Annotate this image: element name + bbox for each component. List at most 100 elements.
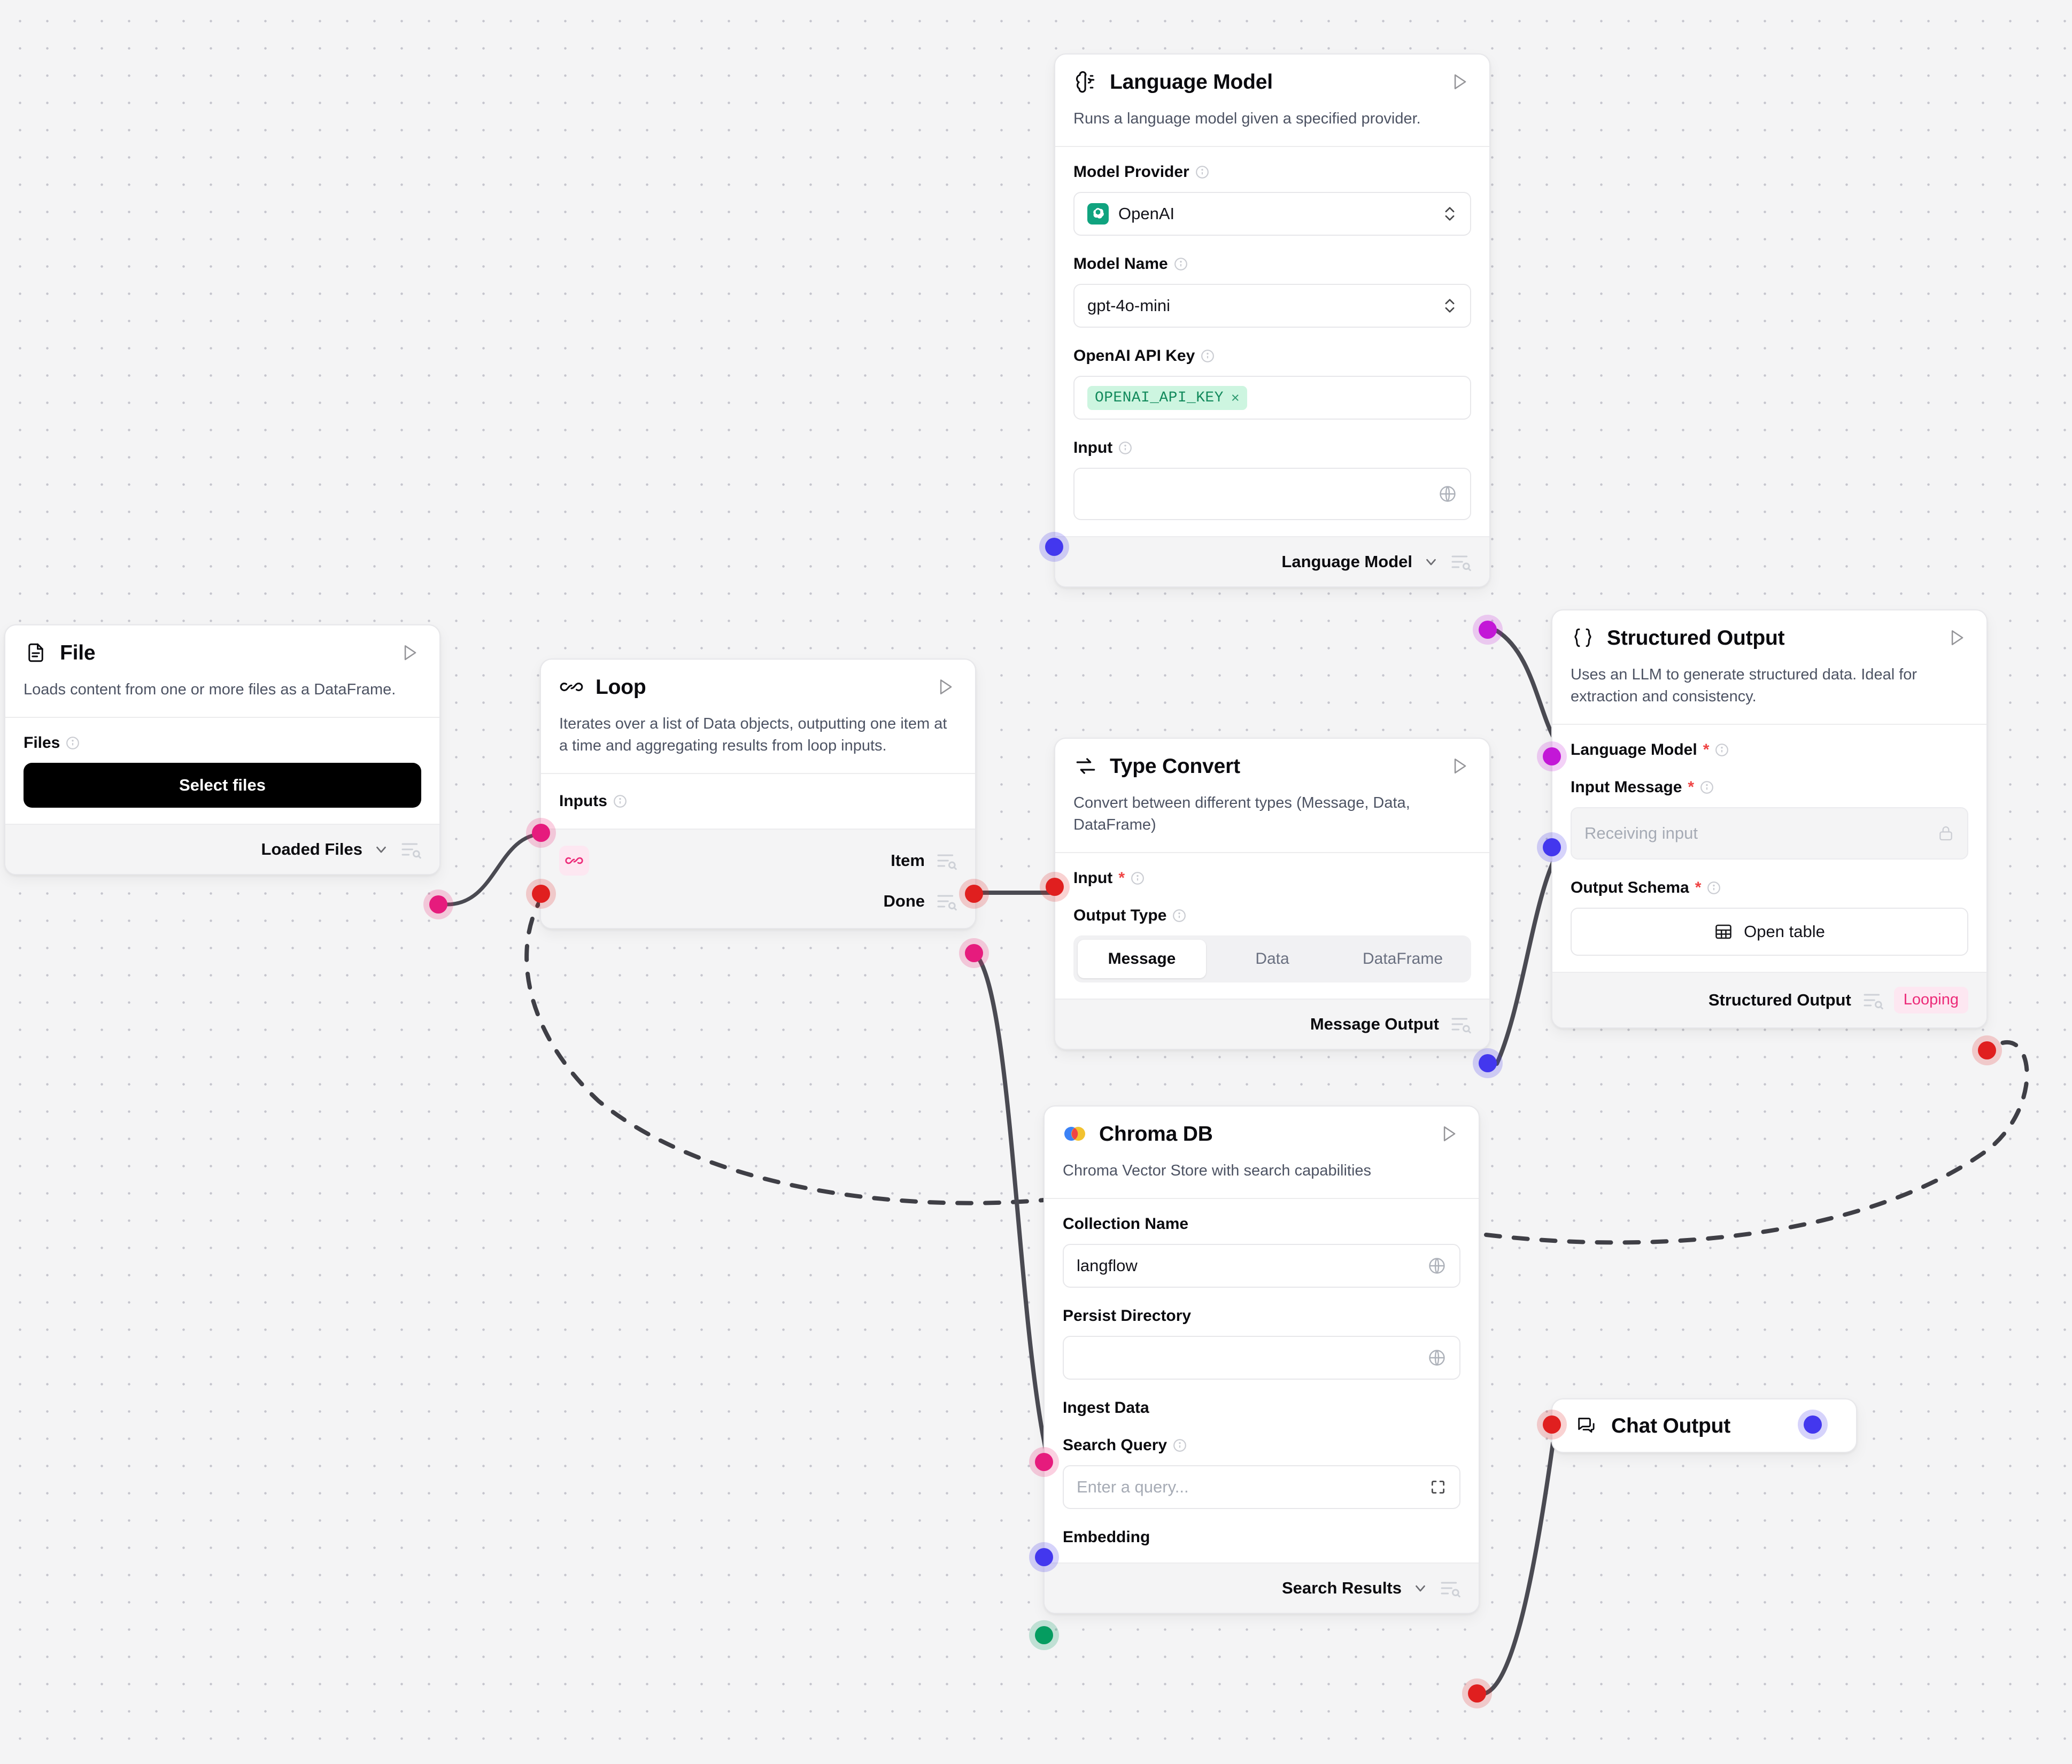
- info-icon[interactable]: [1715, 743, 1729, 757]
- node-structured-output[interactable]: Structured Output Uses an LLM to generat…: [1551, 609, 1988, 1028]
- handle-loop-loopinput[interactable]: [526, 879, 556, 909]
- info-icon[interactable]: [1707, 881, 1721, 895]
- handle-structured-language-model-input[interactable]: [1537, 741, 1567, 771]
- info-icon[interactable]: [1174, 257, 1188, 271]
- run-icon[interactable]: [398, 641, 421, 664]
- handle-chroma-search-query[interactable]: [1029, 1542, 1059, 1572]
- info-icon[interactable]: [1118, 441, 1132, 455]
- model-name-value: gpt-4o-mini: [1087, 296, 1171, 315]
- embedding-label-row: Embedding: [1063, 1528, 1150, 1546]
- search-query-field[interactable]: Enter a query...: [1063, 1465, 1460, 1510]
- inspect-output-icon[interactable]: [936, 850, 957, 871]
- loop-infinity-badge-icon: [559, 846, 589, 876]
- inspect-output-icon[interactable]: [400, 839, 421, 860]
- select-files-button[interactable]: Select files: [24, 763, 421, 808]
- open-table-button[interactable]: Open table: [1571, 908, 1968, 956]
- chevron-down-icon[interactable]: [1412, 1580, 1428, 1596]
- chroma-body: Collection Name langflow Persist Directo…: [1045, 1199, 1479, 1563]
- file-header: File Loads content from one or more file…: [5, 625, 439, 701]
- info-icon[interactable]: [1131, 871, 1145, 885]
- chat-output-title: Chat Output: [1611, 1414, 1731, 1437]
- globe-icon[interactable]: [1427, 1348, 1447, 1367]
- required-asterisk: *: [1703, 741, 1710, 759]
- handle-chroma-embedding[interactable]: [1029, 1620, 1059, 1650]
- remove-token-icon[interactable]: ×: [1231, 389, 1240, 406]
- file-title: File: [60, 641, 96, 664]
- handle-chroma-search-results-output[interactable]: [1462, 1678, 1492, 1708]
- chevron-updown-icon[interactable]: [1442, 205, 1457, 223]
- node-chroma-db[interactable]: Chroma DB Chroma Vector Store with searc…: [1043, 1105, 1480, 1614]
- inspect-output-icon[interactable]: [1439, 1577, 1460, 1599]
- persist-directory-field[interactable]: [1063, 1336, 1460, 1380]
- collection-name-label-row: Collection Name: [1063, 1215, 1189, 1233]
- api-key-token[interactable]: OPENAI_API_KEY ×: [1087, 385, 1248, 410]
- info-icon[interactable]: [1700, 780, 1714, 794]
- model-name-select[interactable]: gpt-4o-mini: [1073, 284, 1471, 328]
- language-model-output-label: Language Model: [1281, 552, 1412, 571]
- handle-type-convert-input[interactable]: [1040, 872, 1070, 902]
- input-label-row: Input: [1073, 439, 1471, 457]
- info-icon[interactable]: [1173, 1438, 1187, 1452]
- run-icon[interactable]: [1945, 626, 1968, 649]
- so-language-model-label-row: Language Model*: [1571, 741, 1968, 759]
- handle-language-model-input[interactable]: [1039, 532, 1069, 562]
- handle-type-convert-output[interactable]: [1473, 1048, 1503, 1078]
- chroma-header: Chroma DB Chroma Vector Store with searc…: [1045, 1107, 1479, 1182]
- handle-chat-output-output[interactable]: [1798, 1410, 1828, 1440]
- language-model-input-field[interactable]: [1073, 468, 1471, 521]
- handle-structured-output-out[interactable]: [1972, 1035, 2002, 1065]
- divider: [1552, 724, 1986, 725]
- handle-file-loaded-files-output[interactable]: [423, 889, 453, 919]
- info-icon[interactable]: [1201, 349, 1215, 363]
- chevron-updown-icon[interactable]: [1442, 297, 1457, 315]
- globe-icon[interactable]: [1427, 1256, 1447, 1275]
- handle-chat-output-input[interactable]: [1537, 1410, 1567, 1440]
- info-icon[interactable]: [1172, 909, 1186, 923]
- node-type-convert[interactable]: Type Convert Convert between different t…: [1054, 738, 1490, 1050]
- info-icon[interactable]: [1195, 165, 1209, 179]
- structured-output-footer: Structured Output Looping: [1552, 972, 1986, 1027]
- run-icon[interactable]: [933, 675, 957, 699]
- model-provider-select[interactable]: OpenAI: [1073, 192, 1471, 236]
- run-icon[interactable]: [1437, 1122, 1460, 1146]
- output-type-segmented-control[interactable]: Message Data DataFrame: [1073, 935, 1471, 983]
- handle-loop-inputs[interactable]: [526, 818, 556, 848]
- curly-braces-icon: [1571, 625, 1595, 650]
- handle-language-model-output[interactable]: [1473, 615, 1503, 645]
- collection-name-field[interactable]: langflow: [1063, 1244, 1460, 1288]
- run-icon[interactable]: [1448, 70, 1471, 94]
- type-convert-description: Convert between different types (Message…: [1073, 794, 1410, 834]
- inspect-output-icon[interactable]: [936, 891, 957, 912]
- chevron-down-icon[interactable]: [373, 841, 389, 857]
- so-input-message-placeholder: Receiving input: [1584, 824, 1698, 843]
- node-loop[interactable]: Loop Iterates over a list of Data object…: [540, 659, 976, 930]
- chevron-down-icon[interactable]: [1423, 554, 1439, 570]
- output-type-option-data[interactable]: Data: [1255, 950, 1289, 968]
- output-type-option-message[interactable]: Message: [1078, 940, 1206, 979]
- openai-api-key-field[interactable]: OPENAI_API_KEY ×: [1073, 376, 1471, 420]
- handle-chroma-ingest-data[interactable]: [1029, 1447, 1059, 1477]
- search-query-label-row: Search Query: [1063, 1436, 1460, 1454]
- info-icon[interactable]: [613, 794, 627, 808]
- inspect-output-icon[interactable]: [1450, 551, 1471, 572]
- node-file[interactable]: File Loads content from one or more file…: [4, 624, 440, 876]
- info-icon[interactable]: [66, 736, 80, 750]
- handle-loop-done-output[interactable]: [959, 938, 989, 968]
- node-language-model[interactable]: Language Model Runs a language model giv…: [1054, 53, 1490, 588]
- tc-input-label-row: Input*: [1073, 869, 1471, 887]
- output-type-option-dataframe[interactable]: DataFrame: [1362, 950, 1443, 968]
- globe-icon[interactable]: [1438, 484, 1457, 504]
- inspect-output-icon[interactable]: [1862, 989, 1883, 1011]
- run-icon[interactable]: [1448, 754, 1471, 778]
- required-asterisk: *: [1695, 879, 1702, 897]
- divider: [5, 717, 439, 718]
- handle-structured-input-message[interactable]: [1537, 832, 1567, 862]
- handle-loop-item-output[interactable]: [959, 879, 989, 909]
- chroma-description: Chroma Vector Store with search capabili…: [1063, 1162, 1372, 1179]
- file-document-icon: [24, 640, 48, 665]
- expand-icon[interactable]: [1429, 1479, 1447, 1496]
- inspect-output-icon[interactable]: [1450, 1013, 1471, 1035]
- language-model-description: Runs a language model given a specified …: [1073, 110, 1421, 127]
- type-convert-output-label: Message Output: [1310, 1015, 1439, 1034]
- loop-item-output-row: Item: [559, 841, 957, 885]
